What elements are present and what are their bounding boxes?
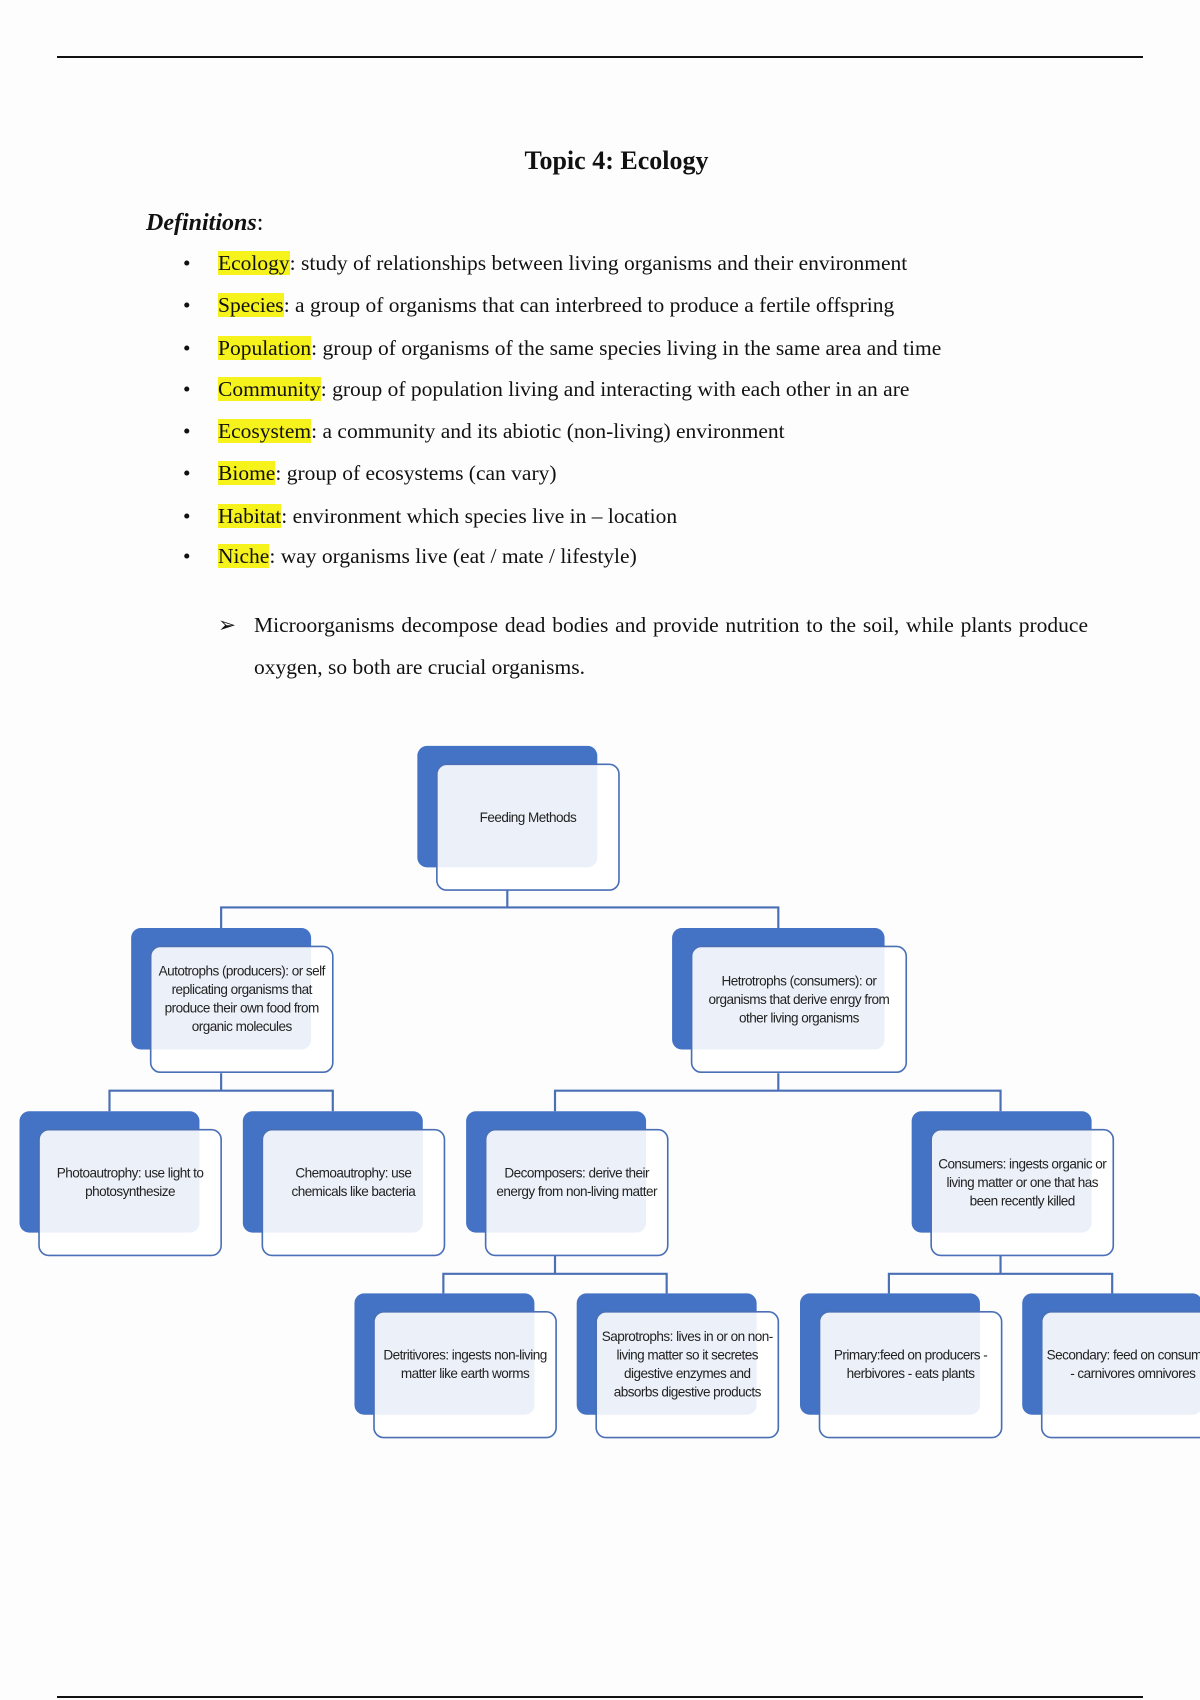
- node-front: [436, 763, 620, 891]
- node-front: [484, 1128, 669, 1257]
- node-front: [930, 1128, 1115, 1257]
- bullet-icon: •: [183, 293, 191, 317]
- definition-term: Niche: [218, 544, 270, 568]
- definition-term: Biome: [218, 461, 276, 485]
- definitions-colon: :: [256, 210, 264, 236]
- definitions-heading-text: Definitions: [146, 210, 257, 236]
- definition-term: Ecosystem: [218, 419, 312, 443]
- definition-body: : way organisms live (eat / mate / lifes…: [269, 544, 637, 568]
- definition-term: Community: [218, 377, 321, 401]
- node-autotrophs: Autotrophs (producers): or self replicat…: [131, 928, 334, 1074]
- definition-body: : a group of organisms that can interbre…: [283, 293, 895, 317]
- definition-text: Biome: group of ecosystems (can vary): [218, 461, 557, 486]
- connector: [442, 1255, 668, 1294]
- definition-text: Population: group of organisms of the sa…: [218, 336, 941, 361]
- node-decomposers: Decomposers: derive their energy from no…: [466, 1111, 669, 1257]
- definition-body: : study of relationships between living …: [289, 251, 908, 275]
- bullet-icon: •: [183, 504, 191, 528]
- node-label: Photoautrophy: use light to photosynthes…: [56, 1165, 204, 1200]
- node-front: [595, 1310, 780, 1439]
- definition-body: : group of organisms of the same species…: [311, 336, 942, 360]
- node-saprotrophs: Saprotrophs: lives in or on non-living m…: [576, 1293, 780, 1439]
- definition-text: Niche: way organisms live (eat / mate / …: [218, 544, 637, 569]
- footer-rule: [57, 1696, 1143, 1698]
- bullet-icon: •: [183, 251, 191, 275]
- node-front: [1040, 1310, 1200, 1439]
- definition-text: Species: a group of organisms that can i…: [218, 293, 894, 318]
- connector: [553, 1073, 1002, 1112]
- note-item: ➢ Microorganisms decompose dead bodies a…: [218, 604, 1088, 688]
- node-chemo: Chemoautrophy: use chemicals like bacter…: [242, 1111, 446, 1257]
- node-front: [818, 1310, 1003, 1439]
- node-secondary: Secondary: feed on consumers - carnivore…: [1022, 1293, 1200, 1439]
- node-label: Detritivores: ingests non-living matter …: [383, 1347, 547, 1382]
- node-front: [373, 1310, 557, 1439]
- page-title: Topic 4: Ecology: [524, 146, 709, 175]
- node-feeding: Feeding Methods: [417, 745, 620, 891]
- definition-body: : group of population living and interac…: [320, 377, 910, 401]
- connectors: [108, 890, 1114, 1294]
- arrow-bullet-icon: ➢: [218, 613, 237, 637]
- node-label: Hetrotrophs (consumers): or organisms th…: [708, 973, 890, 1026]
- definition-text: Habitat: environment which species live …: [218, 504, 677, 529]
- note-text: Microorganisms decompose dead bodies and…: [254, 613, 1088, 679]
- definitions-heading: Definitions:: [146, 210, 263, 237]
- node-label: Feeding Methods: [479, 809, 577, 825]
- bullet-icon: •: [183, 461, 191, 485]
- header-rule: [57, 56, 1143, 58]
- node-label: Primary:feed on producers - herbivores -…: [833, 1347, 988, 1382]
- bullet-icon: •: [183, 377, 191, 401]
- definition-text: Community: group of population living an…: [218, 377, 909, 402]
- bullet-icon: •: [183, 336, 191, 360]
- definition-body: : a community and its abiotic (non-livin…: [311, 419, 785, 443]
- definition-term: Population: [218, 336, 312, 360]
- node-label: Autotrophs (producers): or self replicat…: [158, 963, 326, 1035]
- node-detritivores: Detritivores: ingests non-living matter …: [354, 1293, 557, 1439]
- definition-text: Ecosystem: a community and its abiotic (…: [218, 419, 785, 444]
- node-consumers: Consumers: ingests organic or living mat…: [911, 1111, 1115, 1257]
- definition-text: Ecology: study of relationships between …: [218, 251, 907, 276]
- definition-term: Ecology: [218, 251, 290, 275]
- node-label: Chemoautrophy: use chemicals like bacter…: [291, 1165, 416, 1200]
- definition-term: Species: [218, 293, 284, 317]
- node-label: Saprotrophs: lives in or on non-living m…: [601, 1329, 774, 1400]
- node-label: Decomposers: derive their energy from no…: [496, 1165, 657, 1200]
- node-label: Consumers: ingests organic or living mat…: [938, 1156, 1107, 1209]
- connector: [220, 890, 780, 929]
- connector: [887, 1255, 1114, 1294]
- node-photo: Photoautrophy: use light to photosynthes…: [19, 1111, 222, 1257]
- definition-term: Habitat: [218, 504, 282, 528]
- node-front: [261, 1128, 446, 1257]
- definition-body: : environment which species live in – lo…: [281, 504, 678, 528]
- connector: [108, 1073, 334, 1112]
- node-front: [38, 1128, 222, 1257]
- definition-body: : group of ecosystems (can vary): [275, 461, 557, 485]
- bullet-icon: •: [183, 419, 191, 443]
- node-label: Secondary: feed on consumers - carnivore…: [1046, 1347, 1200, 1382]
- node-primary: Primary:feed on producers - herbivores -…: [800, 1293, 1003, 1439]
- node-front: [690, 945, 908, 1074]
- node-heterotrophs: Hetrotrophs (consumers): or organisms th…: [672, 928, 908, 1074]
- bullet-icon: •: [183, 544, 191, 568]
- node-front: [149, 945, 334, 1074]
